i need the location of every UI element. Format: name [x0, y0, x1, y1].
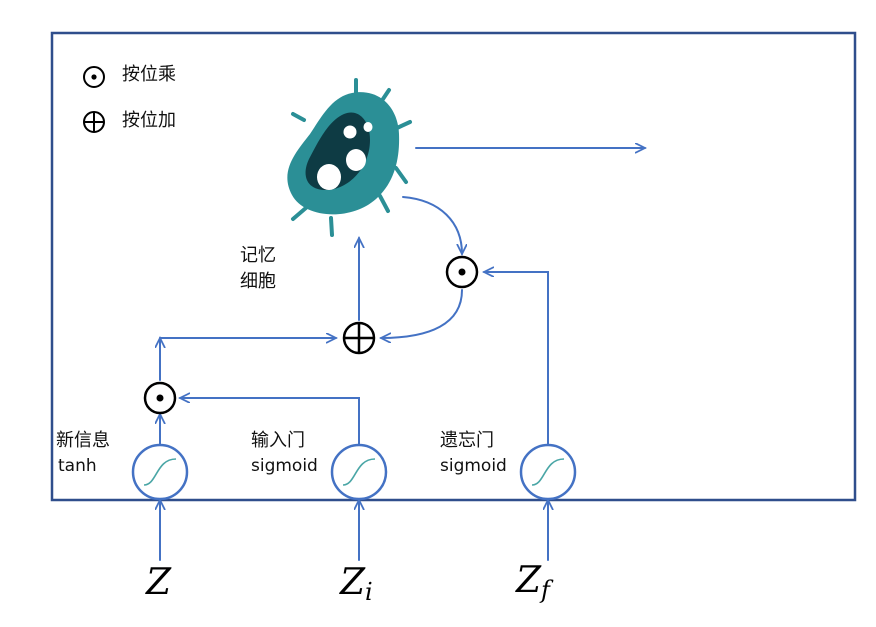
zi-subscript: i [365, 578, 373, 606]
forget-multiply-to-add-arrow [381, 289, 463, 338]
forget-multiply-operator [445, 255, 479, 289]
zf-base-symbol: Z [516, 560, 542, 601]
zi-input-label: Zi [340, 562, 373, 606]
forget-gate-label: 遗忘门 [440, 430, 494, 451]
zf-input-label: Zf [516, 560, 550, 604]
z-input-label: Z [146, 562, 171, 603]
tanh-unit [131, 443, 189, 501]
add-operator [342, 321, 376, 355]
zf-subscript: f [541, 576, 550, 604]
memory-cell-label-line2: 细胞 [240, 271, 276, 292]
input-gate-to-multiply-arrow [180, 398, 360, 446]
input-gate-function-label: sigmoid [251, 456, 318, 476]
multiply-legend-icon [83, 66, 105, 88]
memory-cell-label-line1: 记忆 [240, 245, 276, 266]
z-symbol: Z [146, 562, 172, 603]
forget-gate-sigmoid-unit [519, 443, 577, 501]
input-gate-sigmoid-unit [330, 443, 388, 501]
cell-to-forget-multiply-arrow [402, 196, 462, 254]
input-gate-label: 输入门 [251, 430, 305, 451]
memory-cell-icon [287, 78, 412, 237]
add-legend-label: 按位加 [122, 110, 176, 131]
forget-gate-to-multiply-arrow [484, 272, 549, 446]
multiply-legend-label: 按位乘 [122, 64, 176, 85]
forget-gate-function-label: sigmoid [440, 456, 507, 476]
new-info-label: 新信息 [56, 430, 110, 451]
diagram-frame [50, 31, 857, 502]
add-legend-icon [83, 111, 105, 133]
new-info-function-label: tanh [58, 456, 97, 476]
zi-base-symbol: Z [340, 562, 366, 603]
new-info-multiply-operator [143, 381, 177, 415]
